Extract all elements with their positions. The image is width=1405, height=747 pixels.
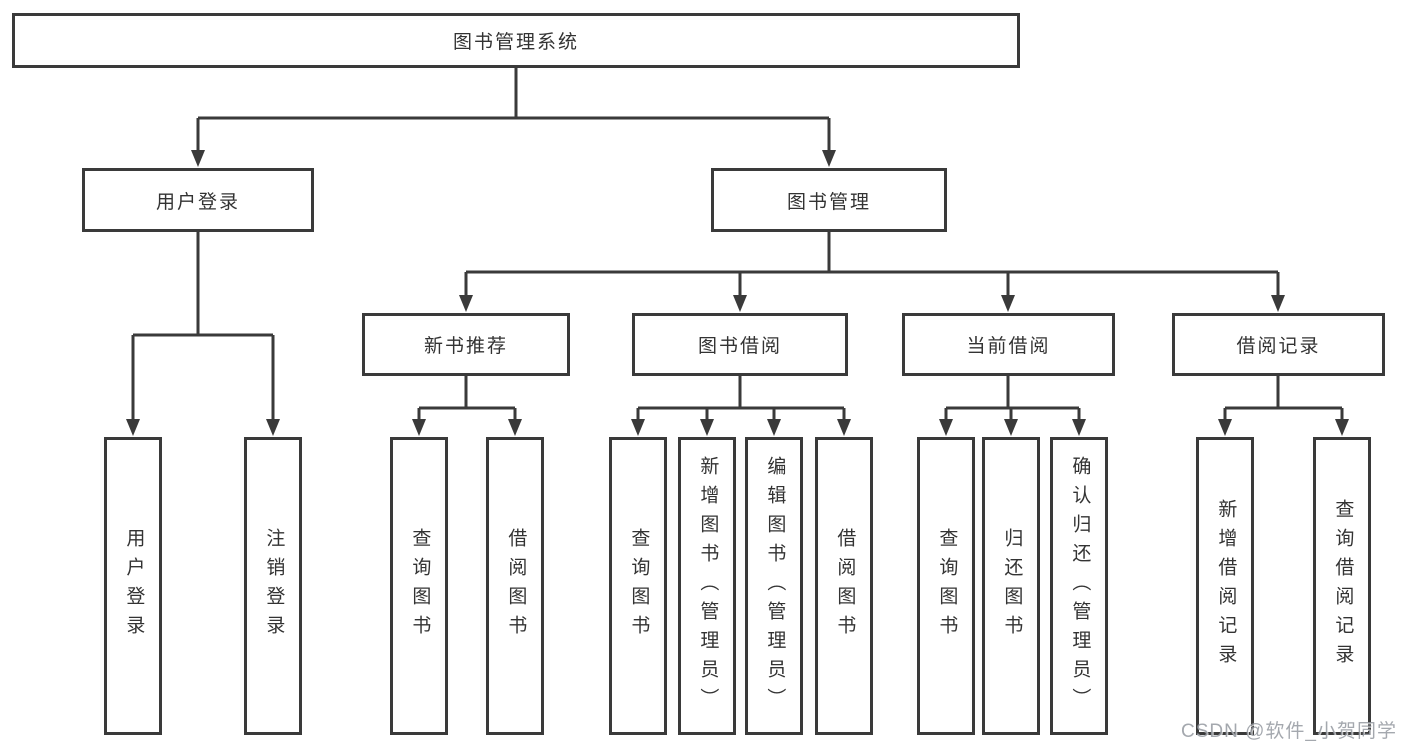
node-label: 借阅图书	[834, 528, 856, 644]
node-book-management: 图书管理	[711, 168, 947, 232]
node-label: 借阅记录	[1236, 336, 1321, 357]
leaf-records-add-record: 新增借阅记录	[1196, 437, 1254, 735]
leaf-newbook-borrow-books: 借阅图书	[486, 437, 544, 735]
leaf-current-query-books: 查询图书	[917, 437, 975, 735]
node-label: 新增借阅记录	[1215, 499, 1237, 673]
node-label: 编辑图书（管理员）	[764, 455, 786, 717]
leaf-current-return-books: 归还图书	[982, 437, 1040, 735]
leaf-borrowing-query-books: 查询图书	[609, 437, 667, 735]
node-user-login: 用户登录	[82, 168, 314, 232]
node-label: 注销登录	[263, 528, 285, 644]
leaf-borrowing-edit-books-admin: 编辑图书（管理员）	[745, 437, 803, 735]
node-label: 归还图书	[1001, 528, 1023, 644]
node-library-management-system: 图书管理系统	[12, 13, 1020, 68]
leaf-current-confirm-return-admin: 确认归还（管理员）	[1050, 437, 1108, 735]
node-current-borrowing: 当前借阅	[902, 313, 1115, 376]
node-label: 图书管理	[786, 191, 871, 213]
csdn-watermark: CSDN @软件_小贺同学	[1181, 721, 1397, 742]
node-label: 图书借阅	[697, 336, 782, 357]
node-new-book-recommend: 新书推荐	[362, 313, 570, 376]
leaf-borrowing-borrow-books: 借阅图书	[815, 437, 873, 735]
node-label: 确认归还（管理员）	[1069, 455, 1091, 717]
node-label: 查询图书	[936, 528, 958, 644]
node-label: 查询图书	[628, 528, 650, 644]
leaf-logout: 注销登录	[244, 437, 302, 735]
leaf-newbook-query-books: 查询图书	[390, 437, 448, 735]
node-borrowing-records: 借阅记录	[1172, 313, 1385, 376]
leaf-user-login: 用户登录	[104, 437, 162, 735]
node-label: 用户登录	[123, 528, 145, 644]
node-label: 当前借阅	[966, 336, 1051, 357]
leaf-records-query-record: 查询借阅记录	[1313, 437, 1371, 735]
node-label: 图书管理系统	[452, 32, 579, 53]
node-book-borrowing: 图书借阅	[632, 313, 848, 376]
node-label: 查询借阅记录	[1332, 499, 1354, 673]
node-label: 借阅图书	[505, 528, 527, 644]
node-label: 新增图书（管理员）	[697, 455, 719, 717]
node-label: 新书推荐	[423, 336, 508, 357]
node-label: 查询图书	[409, 528, 431, 644]
leaf-borrowing-add-books-admin: 新增图书（管理员）	[678, 437, 736, 735]
node-label: 用户登录	[155, 191, 240, 213]
